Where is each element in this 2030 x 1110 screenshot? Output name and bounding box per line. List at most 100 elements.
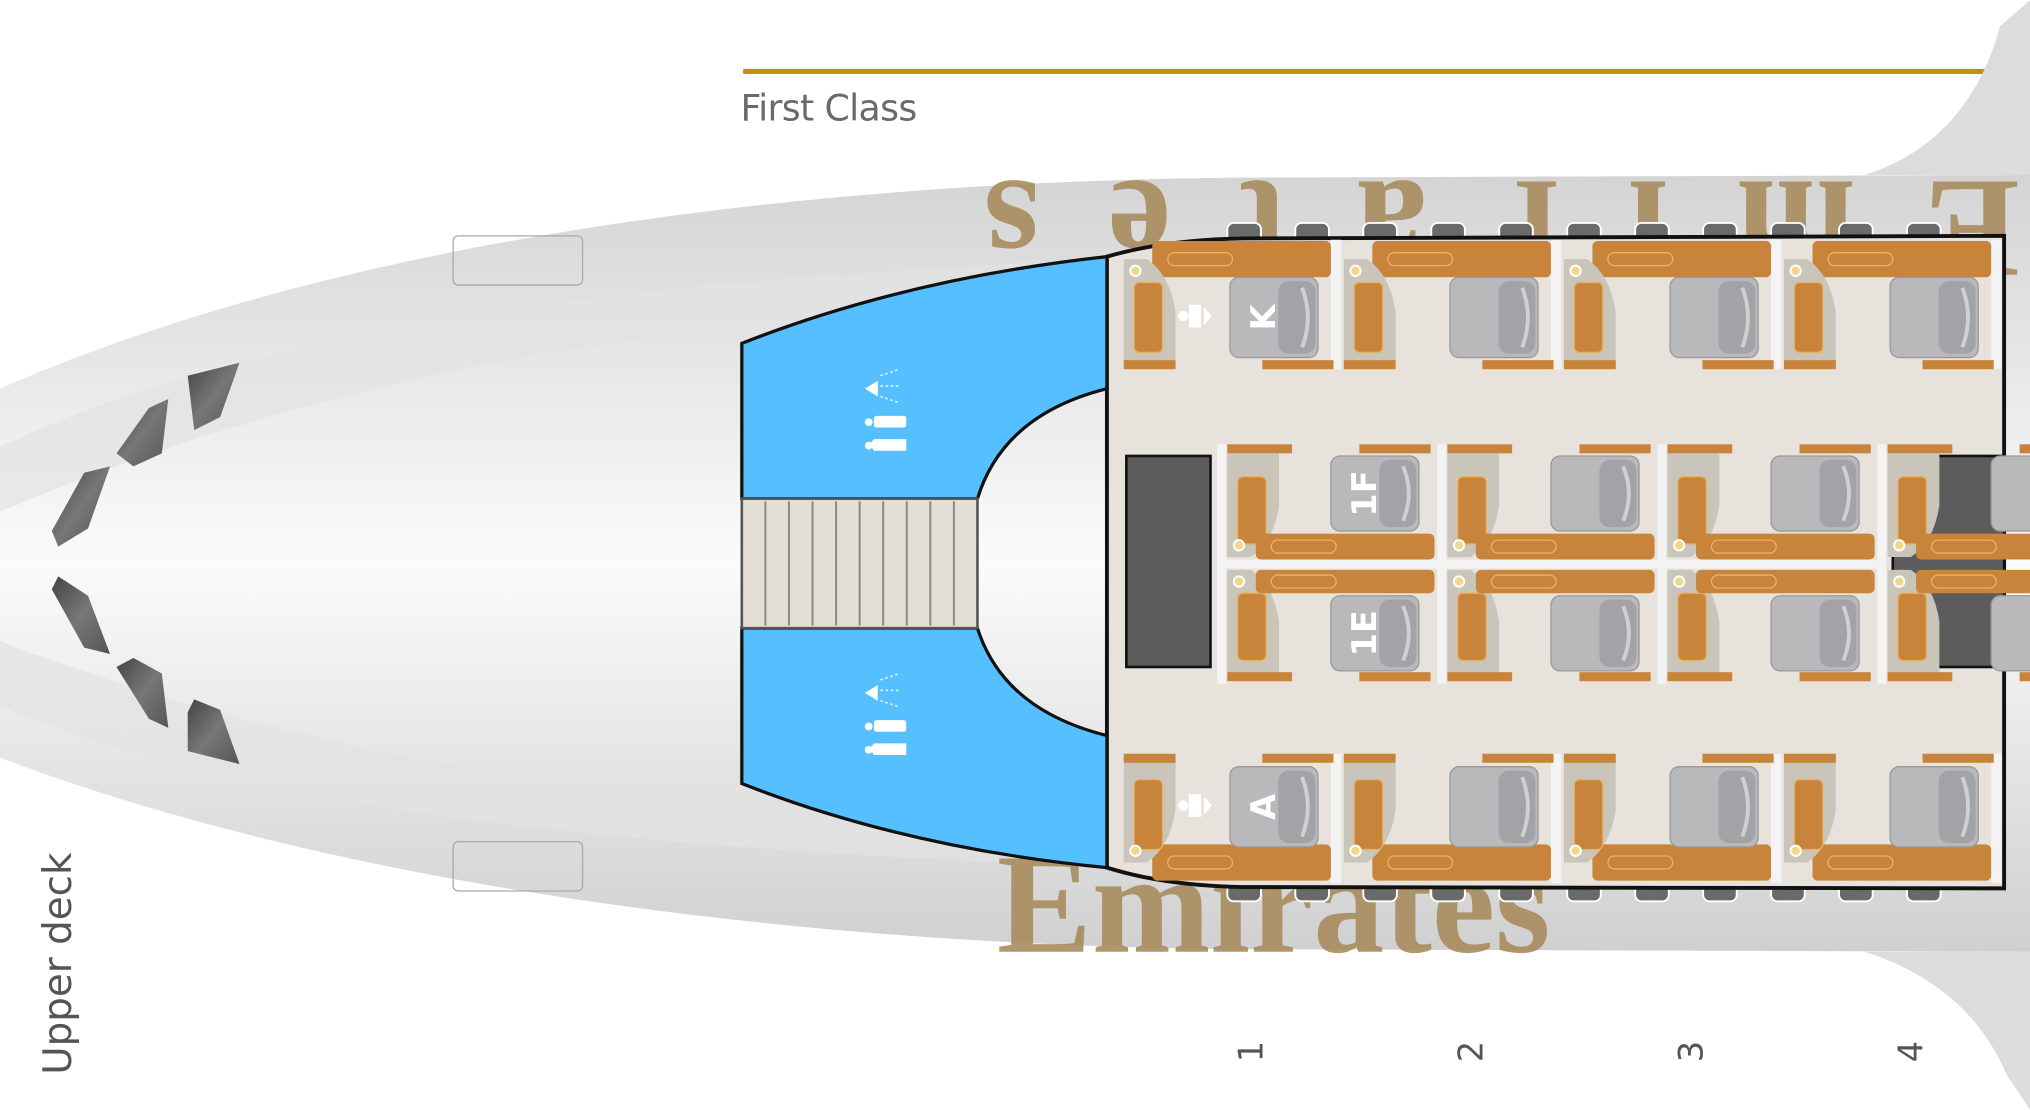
ottoman: [1695, 533, 1875, 560]
lavatory-icons: [864, 368, 907, 756]
seat-4K[interactable]: [1889, 276, 1979, 359]
ottoman: [1695, 569, 1875, 594]
seat-row-3: [1563, 239, 1875, 884]
reading-lamp: [1232, 539, 1246, 552]
seat-cushion: [1990, 455, 2030, 532]
side-table: [1573, 778, 1604, 851]
foot-strip: [1922, 360, 1994, 370]
seat-row-4: [1784, 239, 2030, 884]
ottoman: [1372, 844, 1551, 881]
foot-strip: [1667, 444, 1733, 454]
side-table: [1793, 281, 1824, 354]
side-table: [1237, 592, 1267, 662]
ottoman-detail: [1827, 855, 1894, 870]
seat-cushion: [1990, 595, 2030, 672]
seat-label: 1F: [1345, 470, 1384, 516]
seat-1A[interactable]: A: [1229, 766, 1319, 848]
ottoman-detail: [1490, 539, 1557, 554]
reading-lamp: [1893, 539, 1906, 552]
side-table: [1457, 476, 1487, 545]
seat-3E[interactable]: [1770, 595, 1860, 672]
foot-strip: [1563, 360, 1616, 370]
row-number: 2: [1451, 1041, 1490, 1062]
ottoman: [1916, 533, 2030, 560]
seat-3K[interactable]: [1669, 276, 1759, 359]
foot-strip: [1799, 672, 1871, 682]
icon-body: [1188, 794, 1212, 817]
foot-strip: [1227, 672, 1293, 682]
foot-strip: [1702, 360, 1774, 370]
foot-strip: [1447, 444, 1513, 454]
side-table: [1353, 778, 1384, 851]
foot-strip: [1359, 444, 1431, 454]
seat-2K[interactable]: [1449, 276, 1539, 359]
lavatory-bottom[interactable]: [740, 626, 1109, 870]
row-number: 1: [1231, 1041, 1270, 1062]
icon-body: [1188, 304, 1212, 328]
ottoman-detail: [1387, 855, 1454, 870]
seat-1E[interactable]: 1E: [1330, 595, 1420, 672]
foot-strip: [2019, 672, 2030, 682]
seat-headrest: [1520, 286, 1530, 348]
seat-headrest: [1621, 465, 1631, 522]
reading-lamp: [1129, 844, 1142, 857]
ottoman: [1592, 844, 1772, 881]
seat-2A[interactable]: [1449, 766, 1539, 848]
icon-head: [1178, 310, 1189, 322]
side-table: [1133, 281, 1164, 354]
seat-headrest: [1841, 605, 1851, 662]
foot-strip: [1343, 753, 1396, 763]
suite-divider: [1771, 239, 1782, 370]
seat-row-2: [1343, 239, 1655, 884]
side-table: [1793, 778, 1824, 851]
seat-1K[interactable]: K: [1229, 276, 1319, 359]
ottoman: [1475, 569, 1655, 594]
ottoman: [1152, 844, 1331, 881]
seat-headrest: [1960, 776, 1971, 838]
ottoman: [1812, 241, 1992, 278]
seat-headrest: [1740, 776, 1750, 838]
side-table: [1133, 778, 1164, 851]
seat-2F[interactable]: [1550, 455, 1640, 532]
reading-lamp: [1129, 264, 1142, 277]
seat-1F[interactable]: 1F: [1330, 455, 1420, 532]
seat-3F[interactable]: [1770, 455, 1860, 532]
lavatory-top[interactable]: [740, 254, 1109, 501]
reading-lamp: [1673, 539, 1686, 552]
reading-lamp: [1452, 575, 1466, 588]
seat-2E[interactable]: [1550, 595, 1640, 672]
seat-headrest: [1300, 286, 1310, 348]
row-number: 4: [1892, 1041, 1931, 1062]
stairs: [740, 497, 979, 630]
galley-front: [1125, 454, 1212, 669]
seat-headrest: [1401, 605, 1411, 662]
seat-headrest: [1960, 286, 1971, 348]
seat-4E[interactable]: [1990, 595, 2030, 672]
icon-head: [1178, 800, 1189, 811]
reading-lamp: [1789, 264, 1802, 277]
suite-divider: [1991, 239, 2002, 370]
seat-4F[interactable]: [1990, 455, 2030, 532]
ottoman: [1916, 569, 2030, 594]
side-table: [1677, 592, 1707, 662]
foot-strip: [1667, 672, 1733, 682]
side-table: [1897, 476, 1928, 545]
ottoman-detail: [1607, 252, 1674, 267]
foot-strip: [1799, 444, 1871, 454]
seat-3A[interactable]: [1669, 766, 1759, 848]
suite-divider: [1991, 753, 2002, 884]
seat-headrest: [1841, 465, 1851, 522]
cockpit-windows: [51, 362, 240, 765]
seat-4A[interactable]: [1889, 766, 1979, 848]
wing-bottom: [1864, 951, 2030, 1110]
lavatory-icon: [864, 415, 907, 451]
seat-row-1: K A 1F 1E: [1123, 239, 1435, 884]
accessible-seat-icon: [1178, 304, 1212, 328]
seat-label: 1E: [1345, 610, 1384, 656]
ottoman: [1475, 533, 1655, 560]
suite-divider: [1330, 239, 1342, 370]
foot-strip: [2019, 444, 2030, 454]
foot-strip: [1123, 360, 1176, 370]
foot-strip: [1887, 444, 1953, 454]
seat-headrest: [1621, 605, 1631, 662]
